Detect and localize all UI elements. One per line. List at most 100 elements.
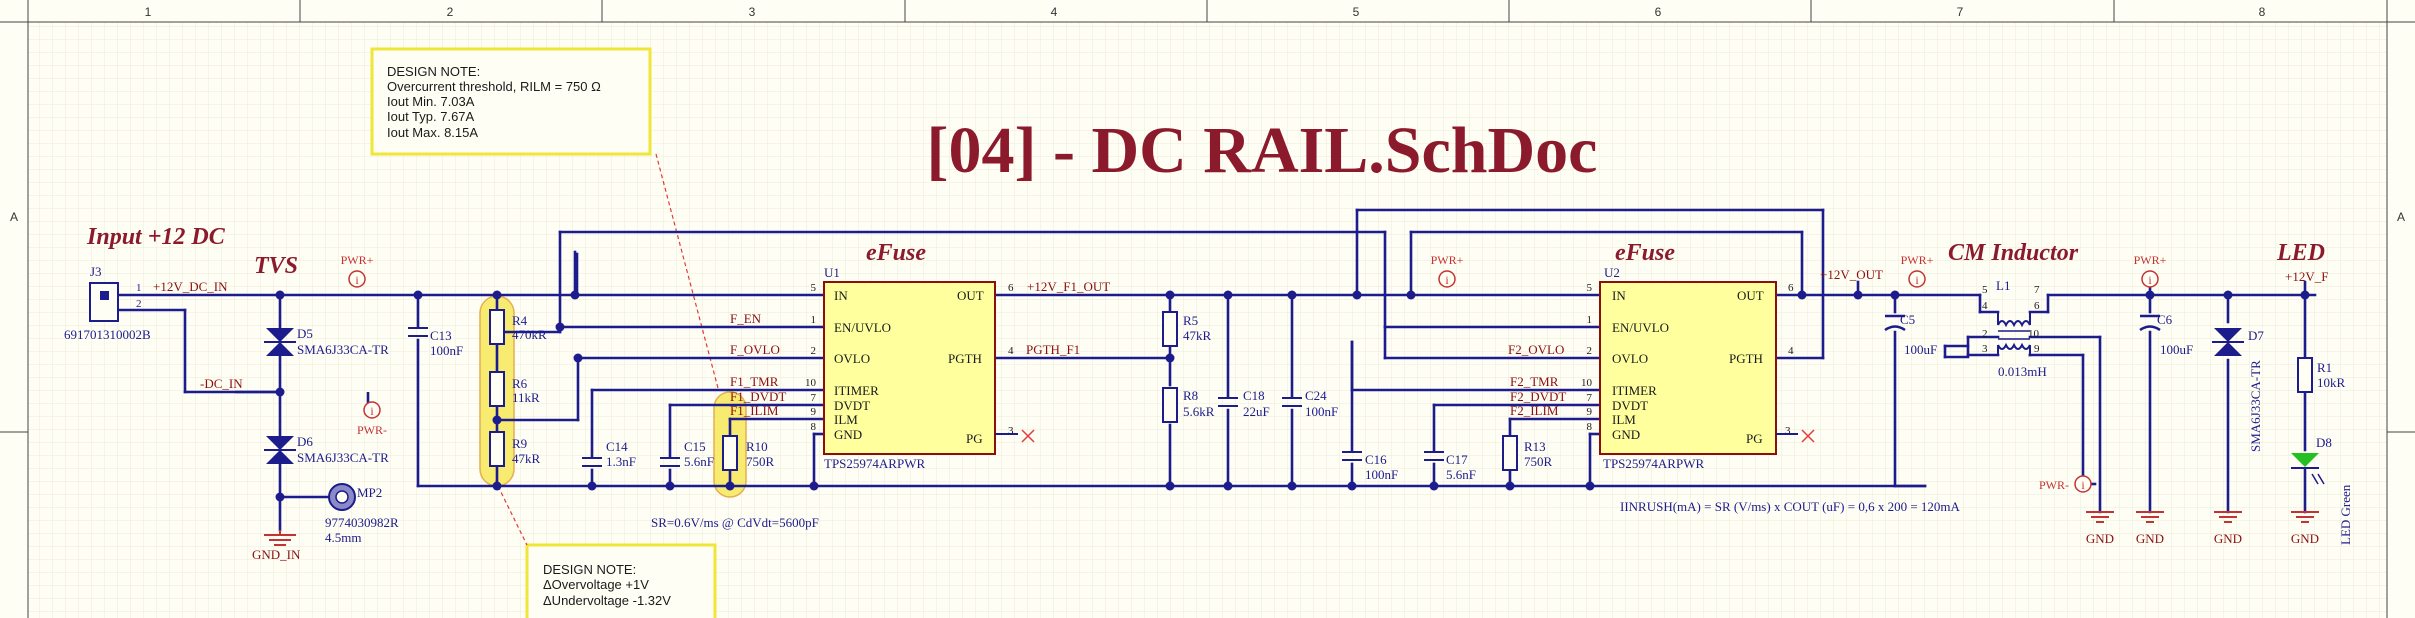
net-labels: +12V_DC_IN -DC_IN +12V_F1_OUT +12V_OUT +… <box>153 267 2328 418</box>
net-label: F2_TMR <box>1510 374 1559 389</box>
formula-slew-rate: SR=0.6V/ms @ CdVdt=5600pF <box>651 515 819 530</box>
svg-text:i: i <box>1445 273 1449 287</box>
connector-j3: J3 691701310002B 1 2 <box>64 264 151 342</box>
ic-pin-name: IN <box>834 288 848 303</box>
led-d8: D8 LED Green <box>2291 435 2353 545</box>
ic-pin-name: PGTH <box>1729 351 1763 366</box>
section-label-led: LED <box>2276 240 2325 266</box>
column-label: 7 <box>1957 5 1964 19</box>
component-ref: R10 <box>746 439 768 454</box>
note-line: Iout Min. 7.03A <box>387 94 475 109</box>
component-value: 750R <box>1524 454 1553 469</box>
svg-text:i: i <box>370 404 374 418</box>
component-value: SMA6J33CA-TR <box>297 450 389 465</box>
resistor-r1: R1 10kR <box>2297 357 2346 393</box>
component-ref: C18 <box>1243 388 1265 403</box>
section-label-cm-inductor: CM Inductor <box>1948 240 2079 266</box>
pin-number: 4 <box>1982 300 1988 312</box>
component-value: 10kR <box>2317 375 2346 390</box>
net-label: +12V_DC_IN <box>153 279 228 294</box>
pin-number: 9 <box>2034 343 2040 355</box>
capacitor-c14: C14 1.3nF <box>582 439 636 469</box>
ic-pin-number: 10 <box>805 377 817 389</box>
component-value: 9774030982R <box>325 515 399 530</box>
power-port-label: GND <box>2136 531 2164 546</box>
svg-text:PWR+: PWR+ <box>1901 253 1934 267</box>
capacitor-c18: C18 22uF <box>1218 388 1270 419</box>
ic-pin-number: 5 <box>811 282 817 294</box>
net-label: F2_DVDT <box>1510 389 1566 404</box>
ic-pin-number: 6 <box>1788 282 1794 294</box>
component-ref: D6 <box>297 434 313 449</box>
ic-pin-number: 9 <box>1587 406 1593 418</box>
component-ref: D8 <box>2316 435 2332 450</box>
pwr-plus-port: i PWR+ <box>1901 253 1934 288</box>
design-note-voltage: DESIGN NOTE: ΔOvervoltage +1V ΔUndervolt… <box>525 543 717 618</box>
gnd-in-symbol: GND_IN <box>252 530 301 562</box>
ic-pin-name: PG <box>1746 431 1763 446</box>
resistor-r5: R5 47kR <box>1162 311 1212 347</box>
capacitor-c17: C17 5.6nF <box>1424 451 1476 482</box>
ic-pin-number: 2 <box>811 345 817 357</box>
column-label: 1 <box>145 5 152 19</box>
component-value: 47kR <box>512 451 541 466</box>
tvs-diode-d6: D6 SMA6J33CA-TR <box>264 434 389 465</box>
note-line: Iout Max. 8.15A <box>387 125 478 140</box>
svg-text:PWR+: PWR+ <box>1431 253 1464 267</box>
component-value: 100nF <box>1365 467 1398 482</box>
pin-number: 2 <box>136 298 142 310</box>
ic-pin-name: EN/UVLO <box>1612 320 1669 335</box>
section-label-tvs: TVS <box>254 253 298 279</box>
capacitor-c13: C13 100nF <box>408 327 463 358</box>
resistor-r9: R9 47kR <box>489 431 541 467</box>
section-label-efuse: eFuse <box>866 240 926 266</box>
ic-part: TPS25974ARPWR <box>824 456 925 471</box>
component-value: 750R <box>746 454 775 469</box>
component-value: LED Green <box>2338 484 2353 545</box>
ic-pin-name: OVLO <box>1612 351 1648 366</box>
capacitor-c24: C24 100nF <box>1282 388 1338 419</box>
ic-pin-name: ILM <box>834 412 858 427</box>
component-value: 0.013mH <box>1998 364 2047 379</box>
ic-pin-number: 1 <box>1587 314 1593 326</box>
capacitor-c15: C15 5.6nF <box>660 439 714 469</box>
net-label: F1_DVDT <box>730 389 786 404</box>
design-note-overcurrent: DESIGN NOTE: Overcurrent threshold, RILM… <box>370 47 652 156</box>
component-ref: R4 <box>512 313 528 328</box>
net-label: F_EN <box>730 311 762 326</box>
svg-text:PWR+: PWR+ <box>2134 253 2167 267</box>
pin-number: 3 <box>1982 343 1988 355</box>
component-ref: L1 <box>1996 278 2010 293</box>
component-value: 5.6nF <box>684 454 714 469</box>
ic-pin-number: 4 <box>1008 345 1014 357</box>
component-value: 470kR <box>512 327 547 342</box>
svg-text:i: i <box>2081 478 2085 492</box>
ic-pin-name: OVLO <box>834 351 870 366</box>
capacitor-c6: C6 100uF <box>2139 312 2193 357</box>
component-ref: MP2 <box>357 485 382 500</box>
ic-pin-name: ILM <box>1612 412 1636 427</box>
pin-number: 10 <box>2028 328 2040 340</box>
component-ref: R5 <box>1183 313 1198 328</box>
column-label: 2 <box>447 5 454 19</box>
pwr-minus-port: i PWR- <box>357 401 387 437</box>
efuse-ic-u1: U1 TPS25974ARPWR IN EN/UVLO OVLO ITIMER … <box>805 265 1035 471</box>
column-label: 8 <box>2259 5 2266 19</box>
net-label: +12V_F1_OUT <box>1027 279 1110 294</box>
net-label: F1_ILIM <box>730 403 779 418</box>
pin-number: 1 <box>136 282 142 294</box>
resistor-r13: R13 750R <box>1502 435 1553 471</box>
power-port-label: GND <box>2291 531 2319 546</box>
note-pointer <box>494 479 528 546</box>
power-ports: i PWR+ i PWR- i PWR+ i PWR+ i PWR+ i PWR… <box>341 253 2167 493</box>
ic-pin-number: 7 <box>1587 392 1593 404</box>
tvs-diode-d7: D7 SMA6J33CA-TR <box>2212 328 2264 452</box>
ic-pin-name: DVDT <box>834 398 870 413</box>
ic-pin-number: 8 <box>1587 421 1593 433</box>
row-label: A <box>10 210 18 224</box>
net-label: F1_TMR <box>730 374 779 389</box>
ic-pin-number: 1 <box>811 314 817 326</box>
component-ref: D7 <box>2248 328 2264 343</box>
ic-pin-name: OUT <box>1737 288 1764 303</box>
net-label: PGTH_F1 <box>1026 342 1080 357</box>
